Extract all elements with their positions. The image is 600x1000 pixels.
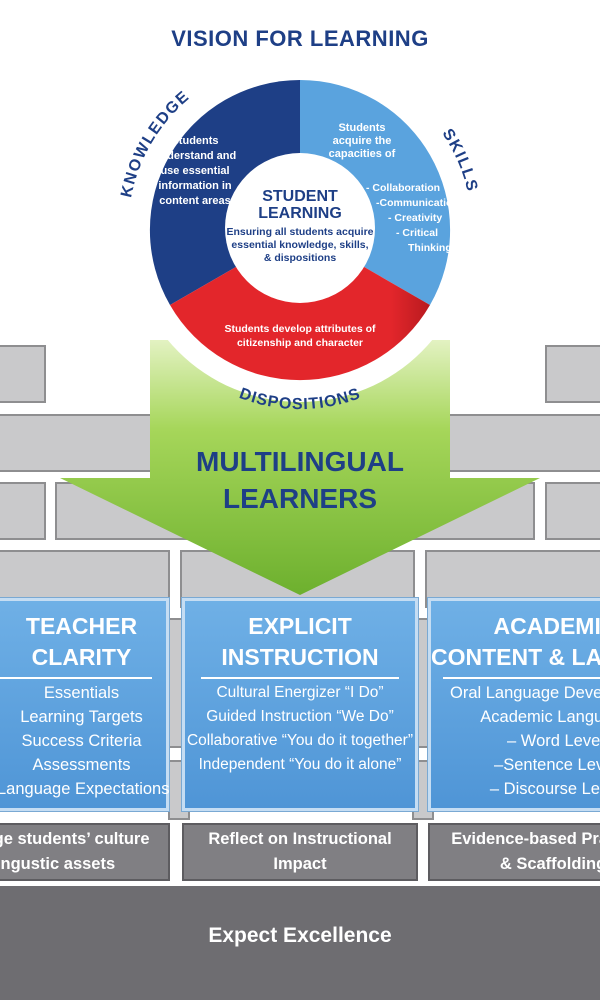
pillar-teacher-clarity: TEACHER CLARITY Essentials Learning Targ… [0, 597, 170, 812]
pillar-base-explicit-instruction: Reflect on Instructional Impact [182, 823, 418, 881]
multilingual-learners-label: MULTILINGUAL LEARNERS [150, 443, 450, 517]
center-circle [225, 153, 375, 303]
pillar-base-line: & lingustic assets [0, 855, 116, 873]
knowledge-text-line: Students [171, 135, 219, 147]
pillar-base-line: Leverage students’ culture [0, 830, 150, 848]
arrow-line: MULTILINGUAL [196, 446, 404, 477]
center-text-line: Ensuring all students acquire [226, 226, 374, 238]
pillar-divider [0, 677, 152, 679]
knowledge-text: Students understand and use essential in… [150, 134, 240, 209]
skills-intro-text: Students acquire the capacities of [322, 122, 402, 161]
brick [0, 345, 46, 403]
dispositions-text: Students develop attributes of citizensh… [200, 322, 400, 350]
center-text-line: & dispositions [263, 252, 337, 264]
pillar-base-academic-content-language: Evidence-based Practices & Scaffolding [428, 823, 600, 881]
pillar-item: Collaborative “You do it together” [186, 732, 414, 749]
center-text: Ensuring all students acquire essential … [225, 226, 375, 265]
brick [545, 345, 600, 403]
pillar-item: – Discourse Level [489, 780, 600, 798]
pillar-title-line: INSTRUCTION [221, 644, 379, 670]
pillar-item: Essentials [43, 684, 120, 702]
skills-list-item: - Critical [396, 227, 439, 239]
dispositions-text-line: Students develop attributes of [224, 323, 376, 335]
pillar-item: Guided Instruction “We Do” [206, 708, 394, 725]
skills-intro-line: acquire the [332, 135, 392, 147]
skills-list-item: Thinking [408, 242, 452, 254]
skills-intro-line: Students [338, 122, 386, 134]
foundation-expect-excellence: Expect Excellence [0, 886, 600, 1000]
pillar-title-line: EXPLICIT [248, 613, 352, 639]
pillar-base-line: Impact [273, 855, 327, 873]
pillar-divider [443, 677, 600, 679]
brick [425, 414, 600, 472]
pillar-base-line: Reflect on Instructional [208, 830, 392, 848]
dispositions-segment [170, 230, 430, 381]
pillar-item: Assessments [32, 756, 131, 774]
pillar-item: Oral Language Development [450, 684, 600, 702]
pillar-divider [201, 677, 399, 679]
center-title: STUDENT LEARNING [230, 188, 370, 222]
skills-intro-line: capacities of [328, 148, 396, 160]
skills-list: - Collaboration -Communication - Creativ… [366, 181, 459, 256]
brick [545, 482, 600, 540]
pillar-base-teacher-clarity: Leverage students’ culture & lingustic a… [0, 823, 170, 881]
pillar-item: Independent “You do it alone” [198, 756, 402, 773]
foundation-label: Expect Excellence [208, 924, 392, 947]
pillar-items: Cultural Energizer “I Do” Guided Instruc… [185, 681, 415, 777]
page-title: VISION FOR LEARNING [171, 26, 429, 51]
knowledge-text-line: content areas [159, 195, 231, 207]
pillar-title-line: CONTENT & LANGUAGE [431, 644, 600, 670]
pillar-item: Academic Language [480, 708, 600, 726]
knowledge-text-line: understand and [153, 150, 237, 162]
center-title-line: STUDENT [262, 188, 338, 205]
pillar-base-line: & Scaffolding [499, 855, 600, 873]
pillar-base-line: Evidence-based Practices [451, 830, 600, 848]
brick [0, 414, 165, 472]
pillar-item: Language Expectations [0, 780, 170, 798]
center-text-line: essential knowledge, skills, [231, 239, 369, 251]
pillar-title-line: TEACHER [25, 613, 138, 639]
brick [0, 482, 46, 540]
skills-list-item: - Creativity [388, 212, 443, 224]
knowledge-text-line: use essential [160, 165, 230, 177]
knowledge-text-line: information in [158, 180, 232, 192]
pillar-items: Oral Language Development Academic Langu… [431, 681, 600, 801]
pillar-title-line: CLARITY [31, 644, 132, 670]
pillar-explicit-instruction: EXPLICIT INSTRUCTION Cultural Energizer … [181, 597, 419, 812]
skills-list-item: - Collaboration [366, 182, 441, 194]
center-title-line: LEARNING [258, 205, 342, 222]
pillar-item: Learning Targets [20, 708, 143, 726]
pillar-item: Success Criteria [21, 732, 142, 750]
skills-list-item: -Communication [376, 197, 459, 209]
dispositions-text-line: citizenship and character [236, 337, 364, 349]
pillar-item: –Sentence Level [494, 756, 600, 774]
pillar-items: Essentials Learning Targets Success Crit… [0, 681, 170, 801]
pillar-item: – Word Level [507, 732, 600, 750]
arrow-line: LEARNERS [222, 483, 377, 514]
pillar-item: Cultural Energizer “I Do” [216, 684, 384, 701]
